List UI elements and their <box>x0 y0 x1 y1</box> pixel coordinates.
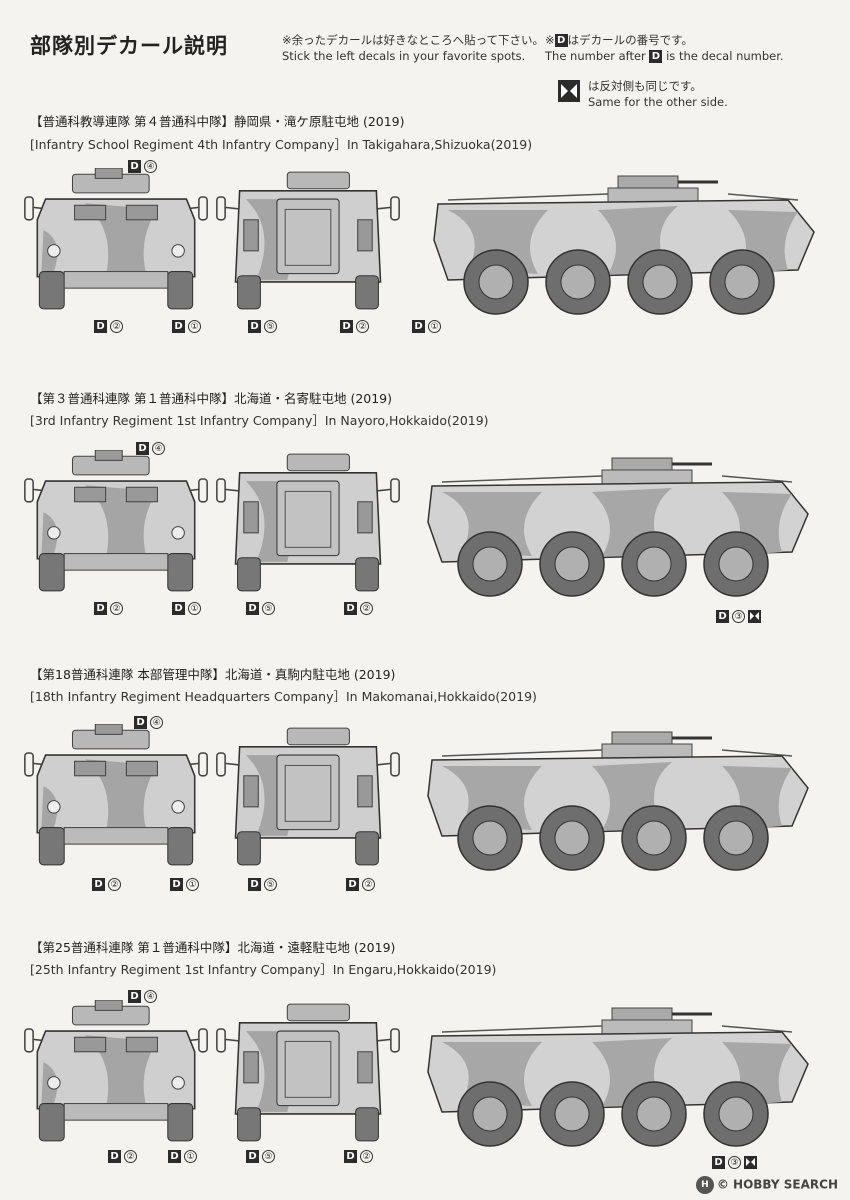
section-title-jp: 【第３普通科連隊 第１普通科中隊】北海道・名寄駐屯地 (2019) <box>30 391 393 406</box>
decal-d-icon: D <box>554 34 568 47</box>
section-title-jp: 【第18普通科連隊 本部管理中隊】北海道・真駒内駐屯地 (2019) <box>30 667 396 682</box>
mirror-icon <box>744 1156 757 1169</box>
decal-d-icon: D <box>649 50 663 63</box>
front-view-vehicle <box>24 724 208 866</box>
front-view-vehicle <box>24 1000 208 1142</box>
section-title-en: [18th Infantry Regiment Headquarters Com… <box>30 689 537 704</box>
section-title-en: [Infantry School Regiment 4th Infantry C… <box>30 137 533 152</box>
note-right-en: The number after D is the decal number. <box>545 48 784 64</box>
rear-view-vehicle <box>216 727 400 866</box>
mirror-icon <box>748 610 761 623</box>
note-right-jp-pre: ※ <box>545 33 555 47</box>
section-title-jp: 【普通科教導連隊 第４普通科中隊】静岡県・滝ケ原駐屯地 (2019) <box>30 114 405 129</box>
side-view-vehicle <box>432 174 816 316</box>
rear-view-vehicle <box>216 1003 400 1142</box>
front-view-vehicle <box>24 450 208 592</box>
note-left: ※余ったデカールは好きなところへ貼って下さい。 Stick the left d… <box>282 32 544 64</box>
hobby-search-logo-icon: H <box>695 1176 714 1194</box>
side-view-vehicle <box>426 456 810 598</box>
watermark-text: © HOBBY SEARCH <box>716 1177 838 1192</box>
rear-view-vehicle <box>216 453 400 592</box>
page-title: 部隊別デカール説明 <box>30 34 228 58</box>
section-title-en: [3rd Infantry Regiment 1st Infantry Comp… <box>30 413 489 428</box>
mirror-note-en: Same for the other side. <box>588 95 728 109</box>
note-right-en-post: is the decal number. <box>666 49 784 63</box>
section-title-en: [25th Infantry Regiment 1st Infantry Com… <box>30 962 497 977</box>
mirror-icon <box>558 80 580 102</box>
watermark: H© HOBBY SEARCH <box>695 1176 838 1194</box>
note-left-jp: ※余ったデカールは好きなところへ貼って下さい。 <box>282 33 545 47</box>
note-right-jp-post: はデカールの番号です。 <box>567 33 693 47</box>
mirror-note-jp: は反対側も同じです。 <box>588 79 702 93</box>
side-view-vehicle <box>426 730 810 872</box>
section-title-jp: 【第25普通科連隊 第１普通科中隊】北海道・遠軽駐屯地 (2019) <box>30 940 396 955</box>
mirror-note: は反対側も同じです。 Same for the other side. <box>558 78 728 110</box>
note-right-en-pre: The number after <box>545 49 646 63</box>
note-left-en: Stick the left decals in your favorite s… <box>282 49 526 63</box>
rear-view-vehicle <box>216 171 400 310</box>
front-view-vehicle <box>24 168 208 310</box>
side-view-vehicle <box>426 1006 810 1148</box>
